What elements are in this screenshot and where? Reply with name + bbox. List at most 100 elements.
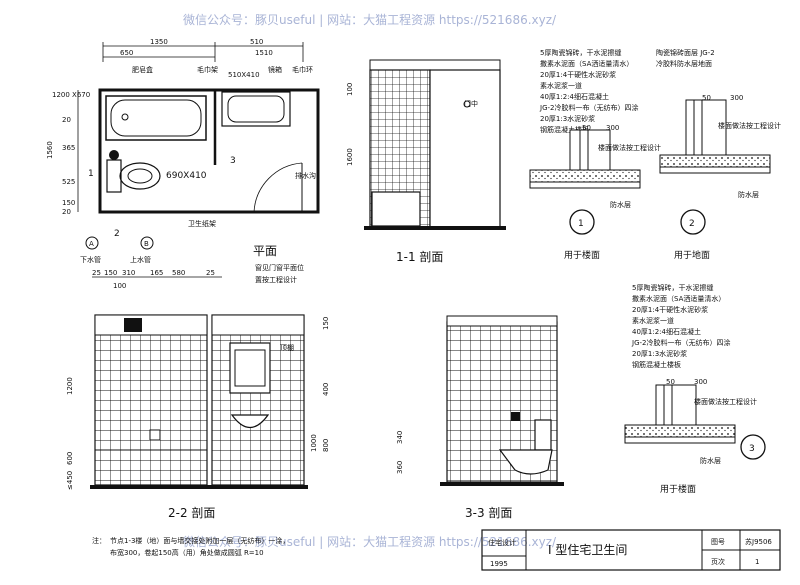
d3-dim-300: 300 <box>694 378 707 386</box>
s2-dim-450: ≤450 <box>66 471 74 490</box>
footer-note-2: 布宽300，卷起150高（用）角处做成圆弧 R=10 <box>110 548 264 557</box>
d3-layer-4: 素水泥浆一道 <box>632 316 674 325</box>
watermark-top: 微信公众号：豚贝useful | 网站：大猫工程资源 https://52168… <box>183 12 557 27</box>
dim-b-150: 150 <box>104 269 117 277</box>
d1-caption: 用于楼面 <box>564 249 600 261</box>
d3-layer-3: 20厚1:4干硬性水泥砂浆 <box>632 305 708 314</box>
dim-left-1560: 1560 <box>46 141 54 159</box>
d1-dim-300: 300 <box>606 124 619 132</box>
label-mirror: 镜箱 <box>268 65 282 74</box>
d3-waterproof: 防水层 <box>700 456 721 465</box>
d2-layer-1: 陶瓷锦砖面层 JG-2 <box>656 48 715 57</box>
detail-2: 陶瓷锦砖面层 JG-2 冷胶料防水层地面 50 300 楼面做法按工程设计 防水… <box>656 48 781 261</box>
d3-layer-6: JG-2冷胶料一布（无纺布）四涂 <box>631 338 730 347</box>
section-mark-2: 2 <box>114 229 120 239</box>
d1-dim-50: 50 <box>582 124 591 132</box>
s2-ceiling: 顶棚 <box>280 343 294 352</box>
dim-b-310: 310 <box>122 269 135 277</box>
d3-layer-2: 撒素水泥面（SA洒适量清水） <box>632 294 725 303</box>
detail-3: 5厚陶瓷锦砖，干水泥擦缝 撒素水泥面（SA洒适量清水） 20厚1:4干硬性水泥砂… <box>624 283 766 495</box>
d3-layer-1: 5厚陶瓷锦砖，干水泥擦缝 <box>632 283 713 292</box>
label-towel-ring: 毛巾环 <box>292 65 313 74</box>
footer-code: 苏J9506 <box>745 537 772 546</box>
s2-dim-400: 400 <box>322 383 330 396</box>
d1-layer-6: JG-2冷胶料一布（无纺布）四涂 <box>539 103 638 112</box>
section-2-2: 顶棚 1200 600 ≤450 150 400 1000 800 2-2 剖面 <box>66 314 330 520</box>
plan-view: 1350 510 650 1510 1200 X670 510X410 690X… <box>46 38 320 290</box>
footer-page-label: 页次 <box>711 557 725 566</box>
section-mark-1: 1 <box>88 169 94 179</box>
d1-layer-5: 40厚1:2:4细石混凝土 <box>540 92 609 101</box>
plan-note-1: 窗见门窗平面位 <box>255 263 304 272</box>
dim-left-365: 365 <box>62 144 75 152</box>
dim-1510: 1510 <box>255 49 273 57</box>
section-3-3: 340 360 3-3 剖面 <box>396 315 564 520</box>
d1-waterproof: 防水层 <box>610 200 631 209</box>
d1-layer-7: 20厚1:3水泥砂浆 <box>540 114 595 123</box>
section-1-1: 门中 100 1600 1-1 剖面 <box>346 59 506 264</box>
d3-caption: 用于楼面 <box>660 483 696 495</box>
dim-left-20: 20 <box>62 116 71 124</box>
door-label: 门中 <box>464 99 478 108</box>
section3-title: 3-3 剖面 <box>465 506 512 520</box>
dim-b-580: 580 <box>172 269 185 277</box>
d3-layer-7: 20厚1:3水泥砂浆 <box>632 349 687 358</box>
d3-note: 楼面做法按工程设计 <box>694 397 757 406</box>
section2-title: 2-2 剖面 <box>168 506 215 520</box>
s2-dim-1000: 1000 <box>310 434 318 452</box>
footer-misc: 住宅设计 <box>488 538 516 547</box>
d3-num: 3 <box>749 444 755 454</box>
d2-waterproof: 防水层 <box>738 190 759 199</box>
plan-title: 平面 <box>253 244 277 258</box>
label-soap: 肥皂盒 <box>132 65 153 74</box>
toilet-size: 690X410 <box>166 171 207 181</box>
label-paper-holder: 卫生纸架 <box>188 219 216 228</box>
label-towel-rack: 毛巾架 <box>197 65 218 74</box>
d2-caption: 用于地面 <box>674 249 710 261</box>
d2-num: 2 <box>689 219 695 229</box>
footer-note-prefix: 注： <box>92 536 106 545</box>
axis-a: A <box>89 240 94 248</box>
bath-size: 1200 X670 <box>52 91 90 99</box>
basin-size: 510X410 <box>228 71 260 79</box>
dim-b-100: 100 <box>113 282 126 290</box>
dim-left-20b: 20 <box>62 208 71 216</box>
d1-layer-3: 20厚1:4干硬性水泥砂浆 <box>540 70 616 79</box>
dim-b-25b: 25 <box>206 269 215 277</box>
detail-1: 5厚陶瓷锦砖，干水泥擦缝 撒素水泥面（SA洒适量清水） 20厚1:4干硬性水泥砂… <box>529 48 661 261</box>
dim-left-150: 150 <box>62 199 75 207</box>
dim-top-510: 510 <box>250 38 263 46</box>
dim-b-165: 165 <box>150 269 163 277</box>
s2-dim-150: 150 <box>322 317 330 330</box>
d3-layer-8: 钢筋混凝土楼板 <box>632 360 681 369</box>
label-down-water: 下水管 <box>80 255 101 264</box>
d1-num: 1 <box>578 219 584 229</box>
d2-dim-300: 300 <box>730 94 743 102</box>
dim-650: 650 <box>120 49 133 57</box>
s2-dim-800: 800 <box>322 439 330 452</box>
d1-layer-8: 钢筋混凝土楼板 <box>540 125 589 134</box>
d1-note: 楼面做法按工程设计 <box>598 143 661 152</box>
s2-dim-1200: 1200 <box>66 377 74 395</box>
watermark-bottom: 微信公众号：豚贝useful | 网站：大猫工程资源 https://52168… <box>183 534 557 549</box>
s1-dim-1600: 1600 <box>346 148 354 166</box>
dim-left-525: 525 <box>62 178 75 186</box>
d1-layer-2: 撒素水泥面（SA洒适量清水） <box>540 59 633 68</box>
section-mark-3: 3 <box>230 156 236 166</box>
d1-layer-1: 5厚陶瓷锦砖，干水泥擦缝 <box>540 48 621 57</box>
footer-title: I 型住宅卫生间 <box>548 542 627 557</box>
s3-dim-340: 340 <box>396 431 404 444</box>
d2-layer-2: 冷胶料防水层地面 <box>656 59 712 68</box>
d3-layer-5: 40厚1:2:4细石混凝土 <box>632 327 701 336</box>
footer: 注： 节点1-3楼（地）面与墙交接处附加一层（无纺布）一涂， 布宽300，卷起1… <box>92 529 781 571</box>
s1-dim-100: 100 <box>346 83 354 96</box>
d3-dim-50: 50 <box>666 378 675 386</box>
d2-note: 楼面做法按工程设计 <box>718 121 781 130</box>
footer-note-1: 节点1-3楼（地）面与墙交接处附加一层（无纺布）一涂， <box>110 536 289 545</box>
s2-dim-600: 600 <box>66 452 74 465</box>
footer-code-label: 图号 <box>711 538 725 546</box>
dim-b-25: 25 <box>92 269 101 277</box>
section1-title: 1-1 剖面 <box>396 250 443 264</box>
